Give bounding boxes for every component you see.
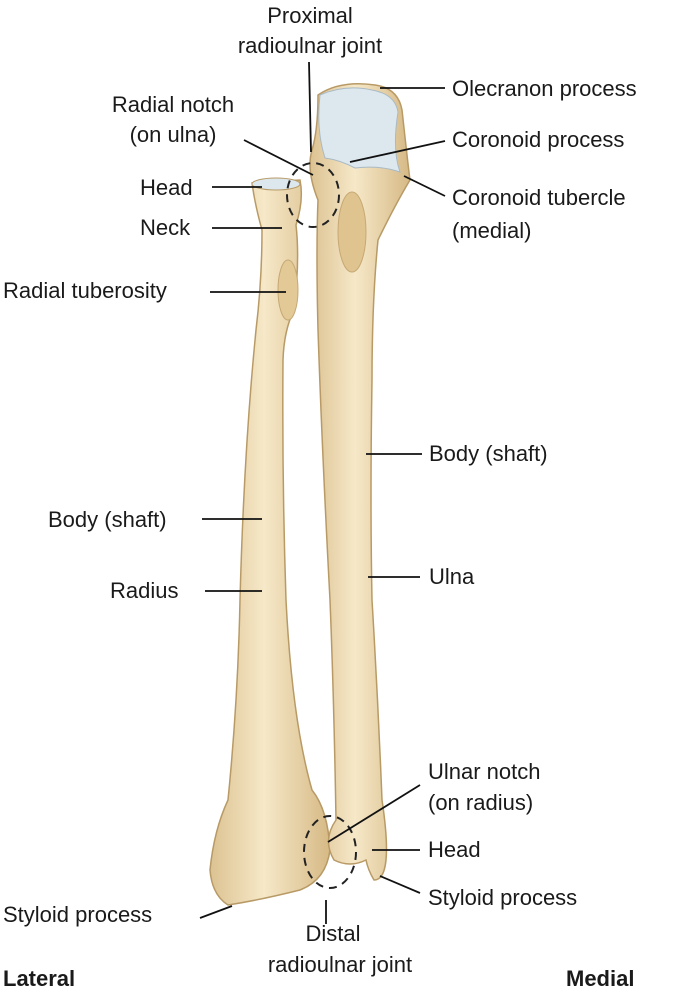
label-distal-joint-line2: radioulnar joint: [267, 952, 413, 977]
proximal-joint-circle: [286, 162, 340, 228]
label-ulnar-styloid-process: Styloid process: [428, 885, 578, 910]
label-radial-notch-line1: Radial notch: [111, 92, 235, 117]
label-radial-notch-line2: (on ulna): [129, 122, 217, 147]
label-radial-head: Head: [140, 175, 193, 200]
label-ulna-body: Body (shaft): [429, 441, 548, 466]
label-coronoid-tubercle-line2: (medial): [452, 218, 532, 243]
label-radius: Radius: [110, 578, 179, 603]
label-distal-joint-line1: Distal: [305, 921, 361, 946]
label-ulnar-notch-line1: Ulnar notch: [428, 759, 541, 784]
label-ulna: Ulna: [429, 564, 475, 589]
radial-tuberosity-mark: [277, 259, 299, 321]
label-ulnar-notch-line2: (on radius): [428, 790, 534, 815]
trochlear-notch-cartilage: [318, 87, 401, 173]
label-coronoid-process: Coronoid process: [452, 127, 625, 152]
label-olecranon-process: Olecranon process: [452, 76, 637, 101]
label-medial: Medial: [566, 966, 635, 991]
label-proximal-joint-line1: Proximal: [267, 3, 353, 28]
coronoid-mark: [337, 191, 367, 273]
radius-bone: [209, 179, 331, 906]
label-proximal-joint-line2: radioulnar joint: [237, 33, 383, 58]
ulna-bone: [309, 83, 411, 881]
label-neck: Neck: [140, 215, 191, 240]
label-radial-styloid-process: Styloid process: [3, 902, 153, 927]
label-radial-tuberosity: Radial tuberosity: [3, 278, 167, 303]
radial-head-cartilage: [251, 177, 301, 191]
distal-joint-circle: [303, 815, 357, 889]
label-lateral: Lateral: [3, 966, 76, 991]
leader-lines: [199, 61, 446, 924]
label-ulnar-head: Head: [428, 837, 481, 862]
label-radius-body: Body (shaft): [48, 507, 167, 532]
label-coronoid-tubercle-line1: Coronoid tubercle: [452, 185, 626, 210]
